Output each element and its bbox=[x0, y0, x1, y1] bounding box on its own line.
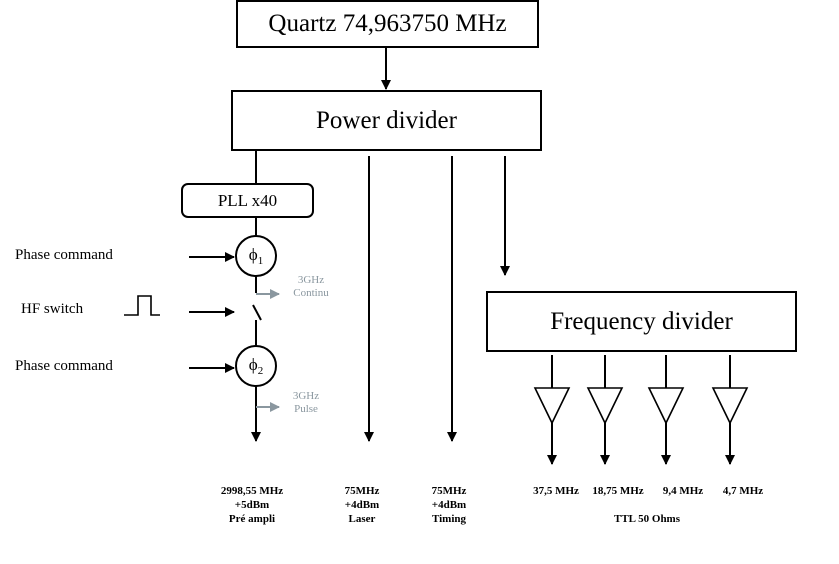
phase-shifter-2-symbol: ϕ2 bbox=[248, 354, 264, 378]
power-divider-label: Power divider bbox=[316, 106, 457, 134]
pll-label: PLL x40 bbox=[217, 190, 278, 210]
hf-switch-label: HF switch bbox=[21, 301, 84, 317]
timing-output-label: 75MHz +4dBm Timing bbox=[431, 485, 467, 525]
hf-switch-blade bbox=[252, 304, 262, 321]
frequency-divider-block: Frequency divider bbox=[486, 291, 797, 352]
divider-output-1-label: 37,5 MHz bbox=[533, 485, 579, 497]
pulse-output-label: 3GHz Pulse bbox=[292, 390, 320, 415]
phase-command-2-label: Phase command bbox=[15, 358, 113, 374]
frequency-divider-label: Frequency divider bbox=[550, 307, 733, 335]
phase-command-1-label: Phase command bbox=[15, 247, 113, 263]
divider-output-3 bbox=[647, 355, 685, 465]
ttl-label: TTL 50 Ohms bbox=[613, 513, 681, 525]
power-divider-block: Power divider bbox=[231, 90, 542, 151]
divider-output-3-label: 9,4 MHz bbox=[662, 485, 704, 497]
divider-output-2 bbox=[586, 355, 624, 465]
triangle-buffer-icon bbox=[586, 387, 624, 425]
divider-output-1 bbox=[533, 355, 571, 465]
divider-output-4 bbox=[711, 355, 749, 465]
pre-ampli-output-label: 2998,55 MHz +5dBm Pré ampli bbox=[220, 485, 284, 525]
triangle-buffer-icon bbox=[711, 387, 749, 425]
phase-shifter-1-symbol: ϕ1 bbox=[248, 244, 264, 268]
continu-output-label: 3GHz Continu bbox=[293, 274, 329, 299]
quartz-label: Quartz 74,963750 MHz bbox=[268, 10, 507, 37]
phase-shifter-1-circle bbox=[235, 235, 277, 277]
quartz-block: Quartz 74,963750 MHz bbox=[236, 0, 539, 48]
pll-block: PLL x40 bbox=[181, 183, 314, 218]
triangle-buffer-icon bbox=[533, 387, 571, 425]
laser-output-label: 75MHz +4dBm Laser bbox=[344, 485, 380, 525]
square-pulse-icon bbox=[124, 295, 160, 316]
triangle-buffer-icon bbox=[647, 387, 685, 425]
phase-shifter-2-circle bbox=[235, 345, 277, 387]
divider-output-2-label: 18,75 MHz bbox=[592, 485, 644, 497]
divider-output-4-label: 4,7 MHz bbox=[722, 485, 764, 497]
